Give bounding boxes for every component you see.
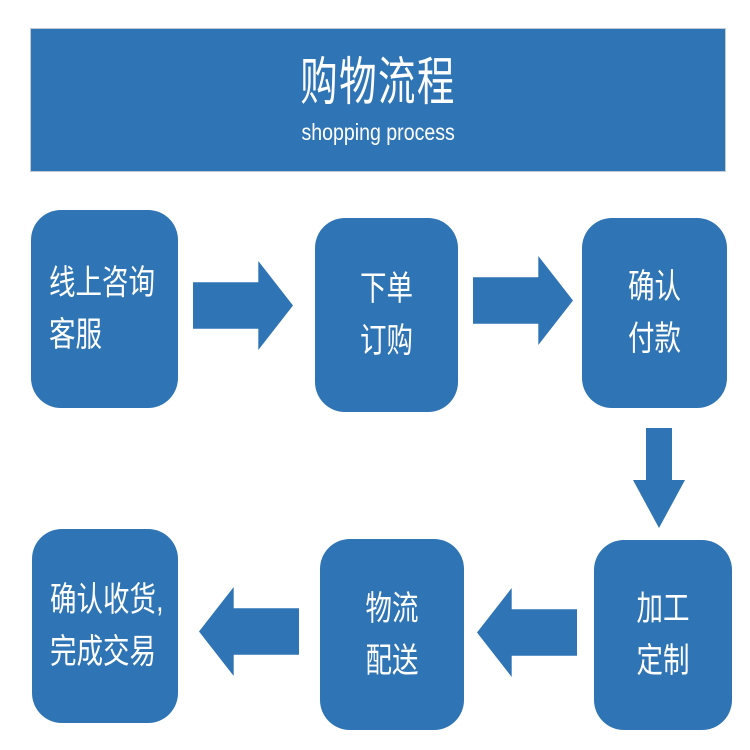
step-line: 订购 — [359, 322, 414, 360]
flow-step-online-consult-service: 线上咨询 客服 — [31, 210, 178, 408]
step-line: 加工 — [636, 590, 690, 628]
step-line: 付款 — [627, 320, 682, 358]
flow-step-confirm-payment: 确认 付款 — [582, 218, 727, 408]
step-line: 物流 — [365, 589, 419, 628]
arrow-right-icon — [193, 261, 293, 350]
title-banner: 购物流程 shopping process — [30, 28, 726, 172]
step-line: 确认 — [627, 268, 682, 306]
step-line: 确认收货, — [50, 581, 164, 619]
page-subtitle: shopping process — [301, 119, 455, 146]
flow-step-place-order: 下单 订购 — [315, 218, 458, 412]
arrow-left-icon — [199, 587, 299, 676]
step-line: 线上咨询 — [49, 264, 156, 302]
step-line: 客服 — [49, 316, 103, 354]
step-line: 完成交易 — [50, 633, 157, 671]
step-line: 下单 — [359, 270, 414, 308]
step-line: 配送 — [365, 641, 419, 680]
arrow-down-icon — [633, 428, 685, 528]
flow-step-processing-customization: 加工 定制 — [594, 540, 732, 730]
arrow-left-icon — [477, 588, 577, 677]
flow-step-confirm-receipt-complete: 确认收货, 完成交易 — [32, 529, 178, 723]
page-title: 购物流程 — [300, 53, 456, 112]
flow-step-logistics-delivery: 物流 配送 — [320, 539, 464, 730]
arrow-right-icon — [473, 256, 573, 345]
step-line: 定制 — [636, 642, 690, 680]
